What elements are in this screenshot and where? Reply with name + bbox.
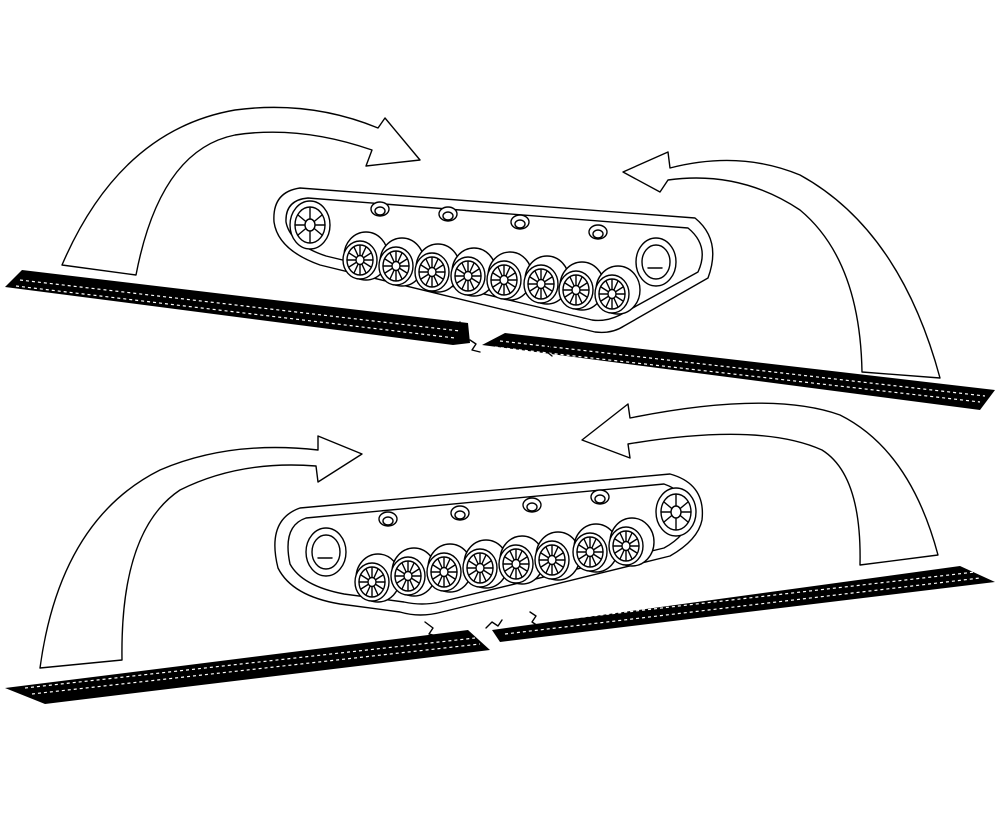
top-right-track-strip	[482, 333, 995, 410]
bottom-panel	[5, 402, 995, 704]
top-idler-wheel	[635, 237, 677, 287]
top-left-arrow-icon	[61, 106, 421, 276]
bottom-right-track-strip	[492, 566, 995, 642]
bottom-drive-sprocket	[655, 487, 697, 537]
bottom-right-arrow-icon	[581, 402, 939, 566]
top-track-joint	[439, 320, 553, 357]
top-drive-sprocket	[289, 200, 331, 250]
bottom-left-track-strip	[5, 630, 490, 704]
top-panel	[5, 106, 995, 410]
bottom-track-joint	[424, 611, 539, 637]
top-running-gear	[273, 187, 714, 334]
top-right-arrow-icon	[622, 151, 941, 379]
bottom-idler-wheel	[305, 527, 347, 577]
bottom-left-arrow-icon	[39, 435, 363, 669]
top-left-track-strip	[5, 270, 470, 345]
bottom-running-gear	[274, 473, 704, 616]
